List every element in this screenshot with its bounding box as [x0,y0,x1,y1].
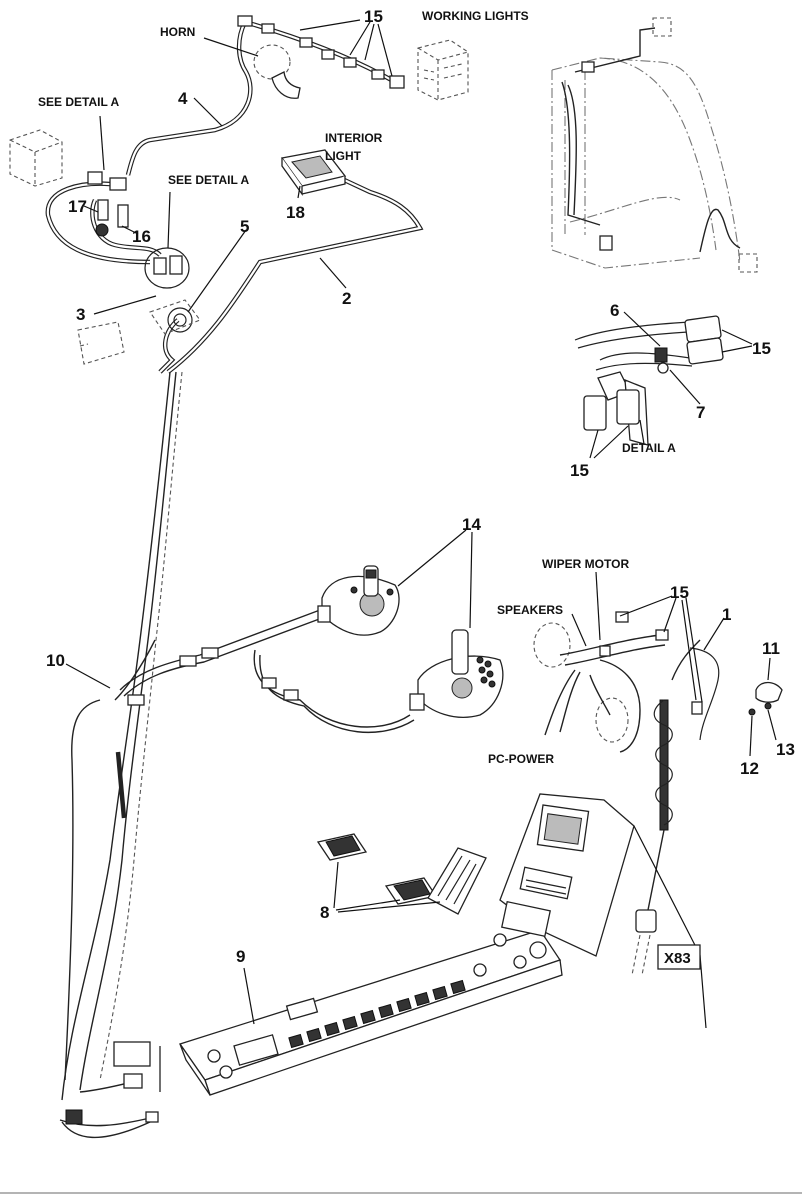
callout-7: 7 [696,403,705,422]
callout-15-top: 15 [364,7,383,26]
callout-15-wiper: 15 [670,583,689,602]
blank-tag-box [113,1041,151,1067]
console [159,793,635,1096]
callout-14: 14 [462,515,481,534]
label-detail-a: DETAIL A [622,441,676,455]
callout-18: 18 [286,203,305,222]
console-switch-row [288,979,466,1049]
label-x83: X83 [664,950,691,967]
label-pc-power: PC-POWER [488,752,554,766]
callout-15-detail-right: 15 [752,339,771,358]
callout-13: 13 [776,740,795,759]
main-harness-wires [45,19,424,1139]
callout-8: 8 [320,903,329,922]
label-horn: HORN [160,25,195,39]
inline-connectors [127,647,299,706]
callout-9: 9 [236,947,245,966]
control-box-dashed [77,299,201,365]
detail-a-view [574,315,724,446]
horn [253,44,301,99]
cab-outline [551,17,758,273]
interior-light [280,149,347,197]
joystick-upper [317,565,400,636]
connector-tag-x83: X83 [657,944,701,970]
label-interior-1: INTERIOR [325,131,383,145]
label-speakers: SPEAKERS [497,603,563,617]
working-light-lamp [417,39,469,101]
callout-10: 10 [46,651,65,670]
pedals [316,833,487,915]
callout-6: 6 [610,301,619,320]
working-light-connectors [237,15,405,89]
callout-5: 5 [240,217,249,236]
bottom-connectors [65,1073,159,1125]
relay-junction [87,171,129,237]
callout-3: 3 [76,305,85,324]
text-labels: HORN WORKING LIGHTS SEE DETAIL A SEE DET… [38,9,676,766]
callout-4: 4 [178,89,188,108]
wiper-harness [544,611,703,753]
label-working-lights: WORKING LIGHTS [422,9,529,23]
callout-11: 11 [762,639,780,658]
loop-clamp-5 [167,307,193,333]
bracket [748,681,783,716]
callout-2: 2 [342,289,351,308]
roof-light-left [9,129,63,187]
callout-1: 1 [722,605,731,624]
callout-16: 16 [132,227,151,246]
see-detail-a-junction [144,247,190,289]
callout-12: 12 [740,759,759,778]
callout-15-detail-left: 15 [570,461,589,480]
label-see-detail-a-2: SEE DETAIL A [168,173,249,187]
speakers [533,622,629,743]
label-interior-2: LIGHT [325,149,362,163]
callout-numbers: 15 4 17 16 5 18 3 2 6 15 7 15 14 10 15 1… [46,7,795,966]
leader-lines [65,19,777,1029]
label-wiper-motor: WIPER MOTOR [542,557,629,571]
joystick-lower [409,629,504,718]
callout-17: 17 [68,197,87,216]
coiled-cable [631,639,720,976]
label-see-detail-a-1: SEE DETAIL A [38,95,119,109]
